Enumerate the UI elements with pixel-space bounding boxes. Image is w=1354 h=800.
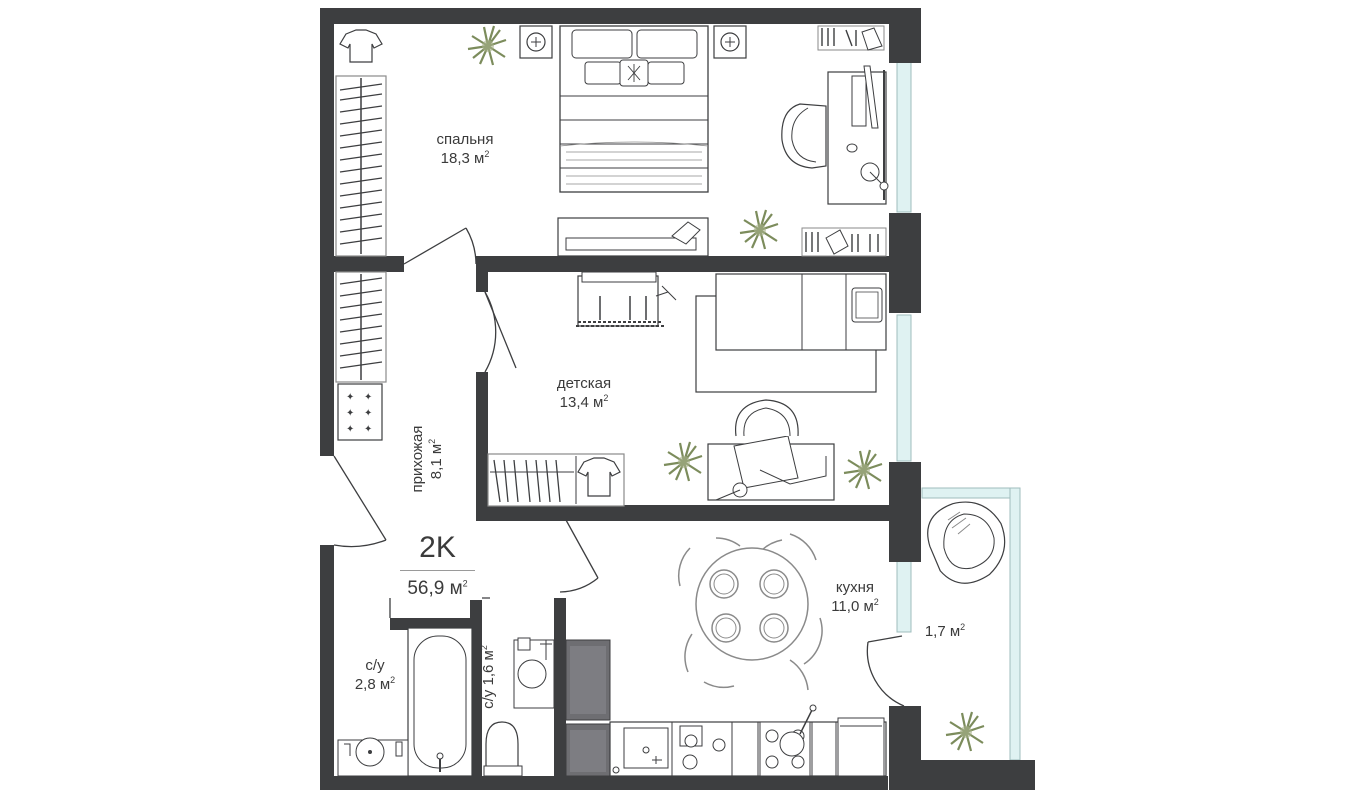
room-area: 1,6 м bbox=[480, 650, 497, 686]
bed-icon bbox=[559, 25, 709, 193]
room-area: 8,1 м bbox=[428, 443, 445, 480]
svg-text:✦: ✦ bbox=[364, 408, 372, 419]
room-area: 13,4 м bbox=[559, 394, 604, 411]
wardrobe-icon bbox=[335, 271, 387, 383]
area-unit-sup: 2 bbox=[873, 597, 879, 607]
kids-room-furniture bbox=[487, 271, 887, 507]
room-label-wc-2: с/у 1,6 м2 bbox=[479, 627, 498, 727]
plant-icon bbox=[662, 440, 704, 483]
room-label-wc-1: с/у 2,8 м2 bbox=[335, 656, 415, 694]
sink-icon bbox=[612, 727, 669, 774]
walls bbox=[320, 8, 1035, 790]
desk-icon bbox=[707, 435, 835, 501]
area-unit-sup: 2 bbox=[603, 393, 609, 403]
toilet-icon bbox=[483, 721, 523, 777]
room-name: кухня bbox=[835, 579, 875, 596]
plant-icon bbox=[842, 448, 884, 491]
dining-table-icon bbox=[677, 533, 823, 691]
area-unit-sup: 2 bbox=[960, 622, 966, 632]
windows bbox=[896, 59, 1021, 761]
room-label-kids: детская 13,4 м2 bbox=[519, 374, 649, 412]
armchair-icon bbox=[927, 501, 1006, 584]
svg-text:✦: ✦ bbox=[346, 424, 354, 435]
sink-icon bbox=[337, 737, 409, 777]
bathtub-icon bbox=[407, 627, 473, 777]
area-unit-sup: 2 bbox=[484, 149, 490, 159]
room-name: с/у bbox=[480, 689, 497, 709]
bookshelf-bottom bbox=[801, 227, 887, 257]
bathroom-2-fixtures bbox=[483, 637, 555, 777]
svg-text:✦: ✦ bbox=[346, 392, 354, 403]
room-name: спальня bbox=[436, 131, 494, 148]
plant-icon bbox=[944, 710, 986, 753]
toy-bench bbox=[576, 271, 677, 327]
bunk-bed-icon bbox=[695, 273, 887, 393]
bathroom-1-fixtures bbox=[337, 627, 473, 777]
room-label-bedroom: спальня 18,3 м2 bbox=[400, 130, 530, 168]
shirt-icon bbox=[339, 29, 383, 63]
total-area: 56,9 м bbox=[407, 578, 463, 599]
area-unit-sup: 2 bbox=[462, 578, 468, 589]
area-unit-sup: 2 bbox=[479, 645, 489, 651]
room-area: 1,7 м bbox=[924, 623, 961, 640]
rug-icon: ✦ ✦ ✦ ✦ ✦ ✦ bbox=[337, 383, 383, 441]
svg-text:✦: ✦ bbox=[364, 424, 372, 435]
room-area: 11,0 м bbox=[831, 598, 874, 615]
shirt-icon bbox=[577, 457, 621, 497]
chair-icon bbox=[734, 399, 799, 437]
stove-icon bbox=[759, 704, 817, 777]
nightstand-left bbox=[519, 25, 553, 59]
apartment-summary-badge: 2K 56,9 м2 bbox=[390, 526, 485, 600]
dishwasher bbox=[837, 717, 885, 777]
room-label-hall: прихожая 8,1 м2 bbox=[408, 394, 446, 524]
room-label-balcony: 1,7 м2 bbox=[900, 622, 990, 641]
plant-icon bbox=[466, 24, 508, 67]
appliances bbox=[679, 725, 726, 770]
room-name: прихожая bbox=[409, 425, 426, 493]
area-unit-sup: 2 bbox=[427, 438, 437, 444]
kitchen-furniture bbox=[565, 533, 887, 777]
fridge-icon bbox=[565, 639, 611, 777]
apartment-type: 2K bbox=[419, 531, 456, 564]
room-name: с/у bbox=[365, 657, 385, 674]
room-area: 18,3 м bbox=[440, 150, 485, 167]
area-unit-sup: 2 bbox=[390, 675, 396, 685]
svg-text:✦: ✦ bbox=[346, 408, 354, 419]
desk-icon bbox=[827, 65, 889, 205]
balcony-furniture bbox=[927, 501, 1006, 753]
chair-icon bbox=[781, 103, 827, 169]
badge-divider bbox=[400, 570, 475, 571]
nightstand-right bbox=[713, 25, 747, 59]
doors bbox=[333, 227, 905, 707]
svg-text:✦: ✦ bbox=[364, 392, 372, 403]
wardrobe-icon bbox=[335, 75, 387, 257]
hall-furniture: ✦ ✦ ✦ ✦ ✦ ✦ bbox=[335, 271, 387, 441]
sink-icon bbox=[513, 637, 555, 709]
room-area: 2,8 м bbox=[354, 676, 391, 693]
plant-icon bbox=[738, 208, 780, 251]
room-name: детская bbox=[556, 375, 612, 392]
room-label-kitchen: кухня 11,0 м2 bbox=[790, 578, 920, 616]
bedroom-furniture bbox=[335, 24, 889, 257]
bench bbox=[557, 217, 709, 257]
bookshelf-top bbox=[817, 25, 885, 51]
